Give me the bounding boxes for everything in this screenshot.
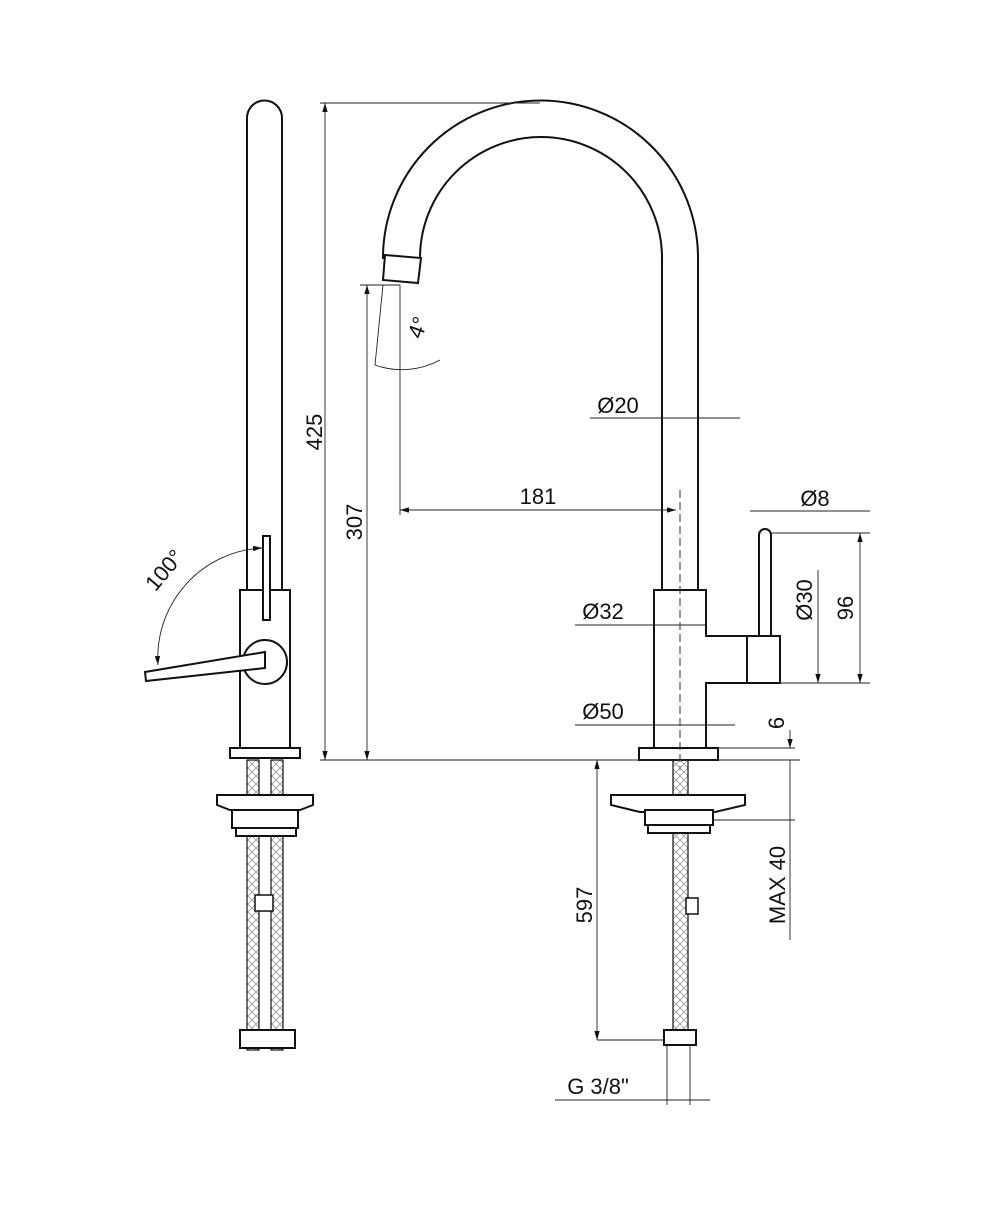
dim-base-thickness: 6 (764, 717, 789, 729)
side-lever-up (262, 535, 271, 621)
dim-tube-diameter: Ø20 (597, 393, 639, 418)
dim-spout-angle: 4° (403, 313, 434, 341)
handle (746, 635, 781, 684)
side-tube (246, 99, 283, 591)
dim-lever-diameter: Ø8 (800, 486, 829, 511)
spout (381, 99, 699, 591)
dim-spout-reach: 181 (520, 484, 557, 509)
dim-body-diameter: Ø32 (582, 599, 624, 624)
dim-lever-height: 96 (833, 596, 858, 620)
dim-base-diameter: Ø50 (582, 699, 624, 724)
dim-spout-height: 307 (342, 504, 367, 541)
dim-hose-length: 597 (572, 887, 597, 924)
dimensions (320, 102, 870, 1105)
dim-total-height: 425 (302, 414, 327, 451)
dim-lever-rotation: 100° (140, 545, 188, 596)
dim-connection: G 3/8" (567, 1074, 629, 1099)
body (653, 589, 748, 749)
base-plate (638, 747, 719, 761)
dim-max-counter: MAX 40 (765, 846, 790, 924)
side-view (143, 99, 314, 1051)
front-view (381, 99, 781, 1046)
lever (758, 528, 772, 637)
aerator (381, 253, 423, 285)
dim-handle-diameter: Ø30 (792, 579, 817, 621)
